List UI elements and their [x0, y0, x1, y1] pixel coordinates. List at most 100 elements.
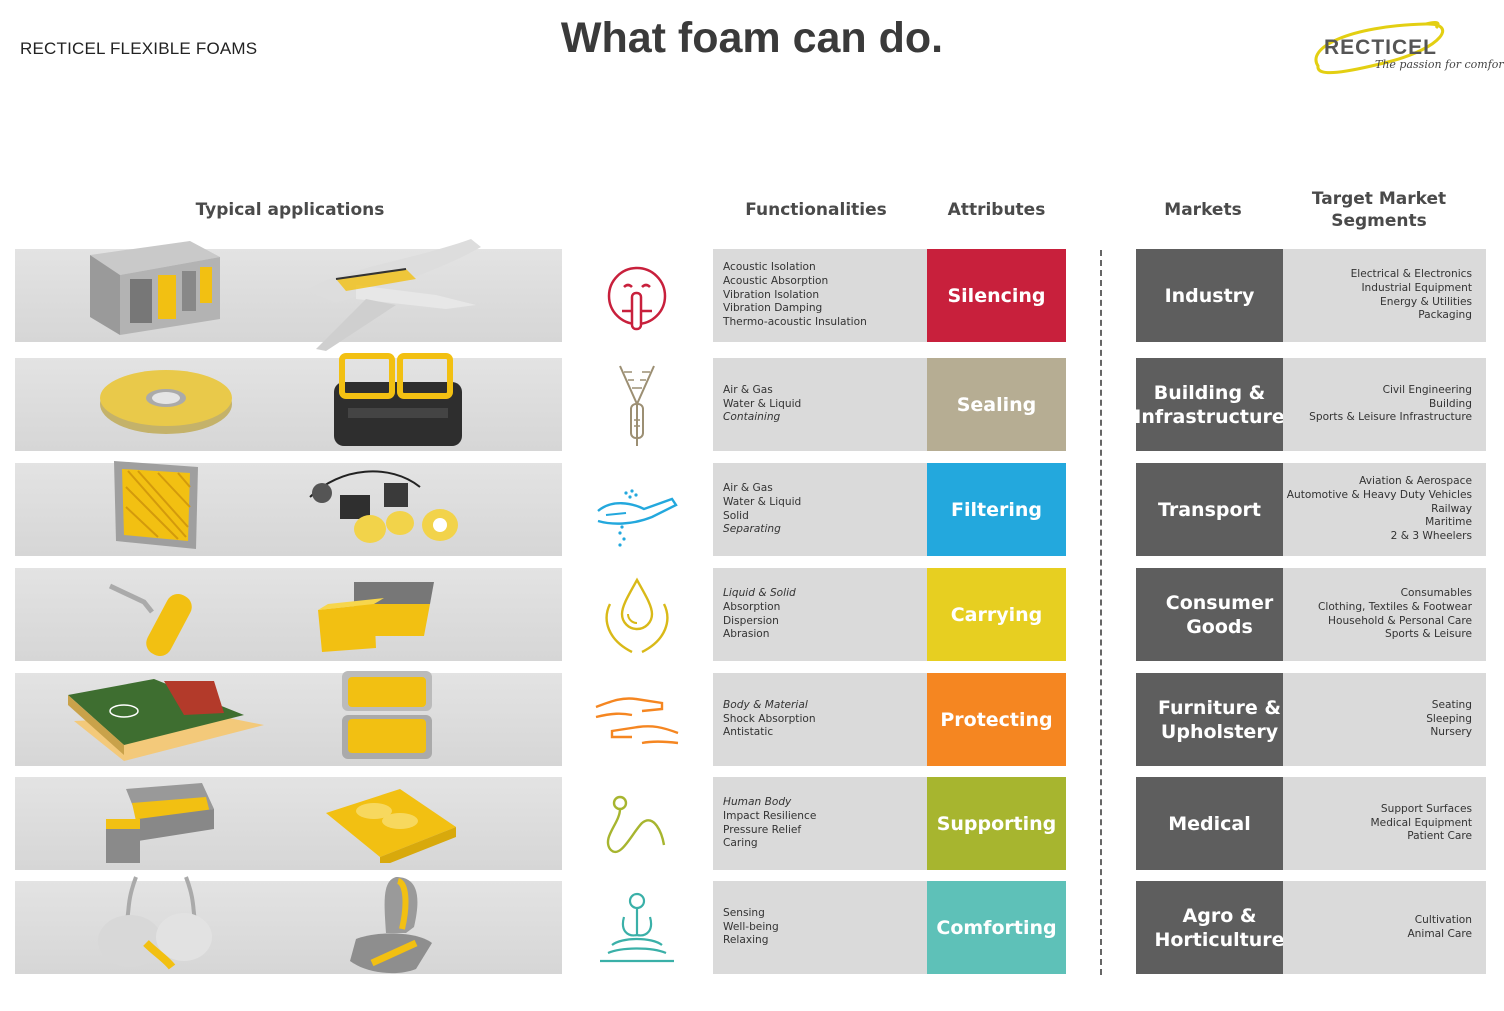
attribute-filtering: Filtering [927, 463, 1066, 556]
segment-item: Sports & Leisure [1384, 628, 1472, 641]
segment-item: Building [1429, 397, 1472, 410]
functionality-item: Dispersion [723, 614, 779, 627]
foam-lined-case-image [342, 671, 432, 759]
segment-item: Automotive & Heavy Duty Vehicles [1286, 488, 1472, 501]
functionalities-list: Air & Gas Water & Liquid Solid Separatin… [713, 463, 927, 556]
table-row: Body & Material Shock Absorption Antista… [0, 671, 1504, 766]
market-industry: Industry [1136, 249, 1283, 342]
table-row: Air & Gas Water & Liquid Containing Seal… [0, 353, 1504, 451]
paint-roller-image [108, 583, 192, 657]
hand-sand-icon [597, 489, 678, 547]
functionality-item: Impact Resilience [723, 809, 817, 822]
functionality-item: Relaxing [723, 934, 769, 947]
functionality-item: Well-being [723, 920, 779, 933]
brand-label: RECTICEL FLEXIBLE FOAMS [20, 39, 258, 58]
segment-item: Industrial Equipment [1361, 281, 1472, 294]
air-filter-panel-image [114, 461, 198, 549]
segment-item: Electrical & Electronics [1350, 267, 1472, 280]
column-divider [1100, 250, 1102, 975]
sofa-and-stool-image [106, 783, 214, 863]
attribute-silencing: Silencing [927, 249, 1066, 342]
segments-list: Electrical & Electronics Industrial Equi… [1283, 249, 1486, 342]
functionalities-list: Air & Gas Water & Liquid Containing [713, 358, 927, 451]
segment-item: Cultivation [1414, 913, 1472, 926]
segment-item: Energy & Utilities [1380, 295, 1472, 308]
segments-list: Support Surfaces Medical Equipment Patie… [1283, 777, 1486, 870]
attribute-carrying: Carrying [927, 568, 1066, 661]
zipper-icon [619, 365, 655, 446]
hush-face-icon [607, 266, 667, 331]
functionality-item: Vibration Damping [723, 302, 823, 315]
segment-item: Aviation & Aerospace [1359, 475, 1472, 487]
functionality-item: Pressure Relief [723, 823, 802, 836]
table-row: Liquid & Solid Absorption Dispersion Abr… [0, 568, 1504, 661]
segment-item: Maritime [1425, 516, 1472, 529]
applications-band [15, 777, 562, 870]
segment-item: Railway [1431, 502, 1472, 515]
mattress-pillows-image [326, 789, 456, 863]
functionality-item: Liquid & Solid [723, 586, 796, 599]
applications-band [15, 568, 562, 661]
table-row: Acoustic Isolation Acoustic Absorption V… [0, 239, 1504, 351]
col-header-applications: Typical applications [195, 200, 385, 220]
functionality-item: Abrasion [723, 628, 770, 641]
attribute-supporting: Supporting [927, 777, 1066, 870]
functionality-item: Sensing [723, 906, 765, 919]
recticel-logo: RECTICEL The passion for comfort [1308, 18, 1504, 80]
segments-list: Aviation & Aerospace Automotive & Heavy … [1283, 463, 1486, 556]
functionality-item: Containing [723, 411, 781, 424]
airplane-image [306, 239, 481, 351]
functionality-item: Thermo-acoustic Insulation [723, 316, 867, 329]
equipment-enclosure-image [90, 241, 220, 335]
market-agro-horticulture: Agro & Horticulture [1136, 881, 1303, 974]
segment-item: Consumables [1400, 586, 1472, 599]
pump-filters-image [309, 470, 458, 543]
segment-item: Patient Care [1407, 830, 1472, 843]
functionalities-list: Body & Material Shock Absorption Antista… [713, 673, 927, 766]
functionality-item: Water & Liquid [723, 495, 802, 508]
functionality-item: Antistatic [723, 726, 774, 739]
logo-tagline: The passion for comfort [1375, 58, 1504, 71]
col-header-segments: Target Market Segments [1311, 189, 1447, 231]
functionality-item: Human Body [723, 795, 792, 808]
segment-item: Nursery [1430, 726, 1472, 739]
market-transport: Transport [1136, 463, 1283, 556]
market-furniture-upholstery: Furniture & Upholstery [1136, 673, 1303, 766]
functionality-item: Water & Liquid [723, 397, 802, 410]
segments-list: Seating Sleeping Nursery [1283, 673, 1486, 766]
bra-cups-image [98, 876, 212, 970]
page-title: What foam can do. [560, 14, 944, 62]
functionality-item: Body & Material [723, 698, 808, 711]
functionality-item: Shock Absorption [723, 712, 816, 725]
drop-hands-icon [605, 577, 669, 654]
segment-item: Animal Care [1407, 927, 1472, 940]
segments-list: Cultivation Animal Care [1283, 881, 1486, 974]
logo-wordmark: RECTICEL [1324, 36, 1437, 59]
spring-line-icon [606, 795, 666, 853]
col-header-functionalities: Functionalities [745, 200, 887, 220]
segments-list: Consumables Clothing, Textiles & Footwea… [1283, 568, 1486, 661]
functionalities-list: Human Body Impact Resilience Pressure Re… [713, 777, 927, 870]
functionality-item: Vibration Isolation [723, 288, 820, 301]
functionality-item: Absorption [723, 600, 781, 613]
segment-item: Sleeping [1426, 712, 1472, 725]
segment-item: Medical Equipment [1370, 816, 1472, 829]
functionality-item: Solid [723, 509, 749, 522]
cleaning-sponges-image [318, 582, 434, 652]
segment-item: Seating [1431, 698, 1472, 711]
market-medical: Medical [1136, 777, 1283, 870]
table-row: Human Body Impact Resilience Pressure Re… [0, 777, 1504, 870]
segment-item: Civil Engineering [1382, 383, 1472, 396]
table-row: Sensing Well-being Relaxing Comforting A… [0, 876, 1504, 974]
col-header-markets: Markets [1164, 200, 1242, 220]
functionalities-list: Liquid & Solid Absorption Dispersion Abr… [713, 568, 927, 661]
attribute-sealing: Sealing [927, 358, 1066, 451]
two-hands-icon [595, 697, 679, 745]
foam-tape-roll-image [100, 370, 232, 434]
attribute-protecting: Protecting [927, 673, 1066, 766]
functionality-item: Separating [723, 523, 781, 536]
segment-item: 2 & 3 Wheelers [1390, 530, 1472, 543]
segment-item: Household & Personal Care [1328, 614, 1472, 627]
functionality-item: Air & Gas [723, 481, 773, 494]
functionality-item: Caring [723, 837, 758, 850]
